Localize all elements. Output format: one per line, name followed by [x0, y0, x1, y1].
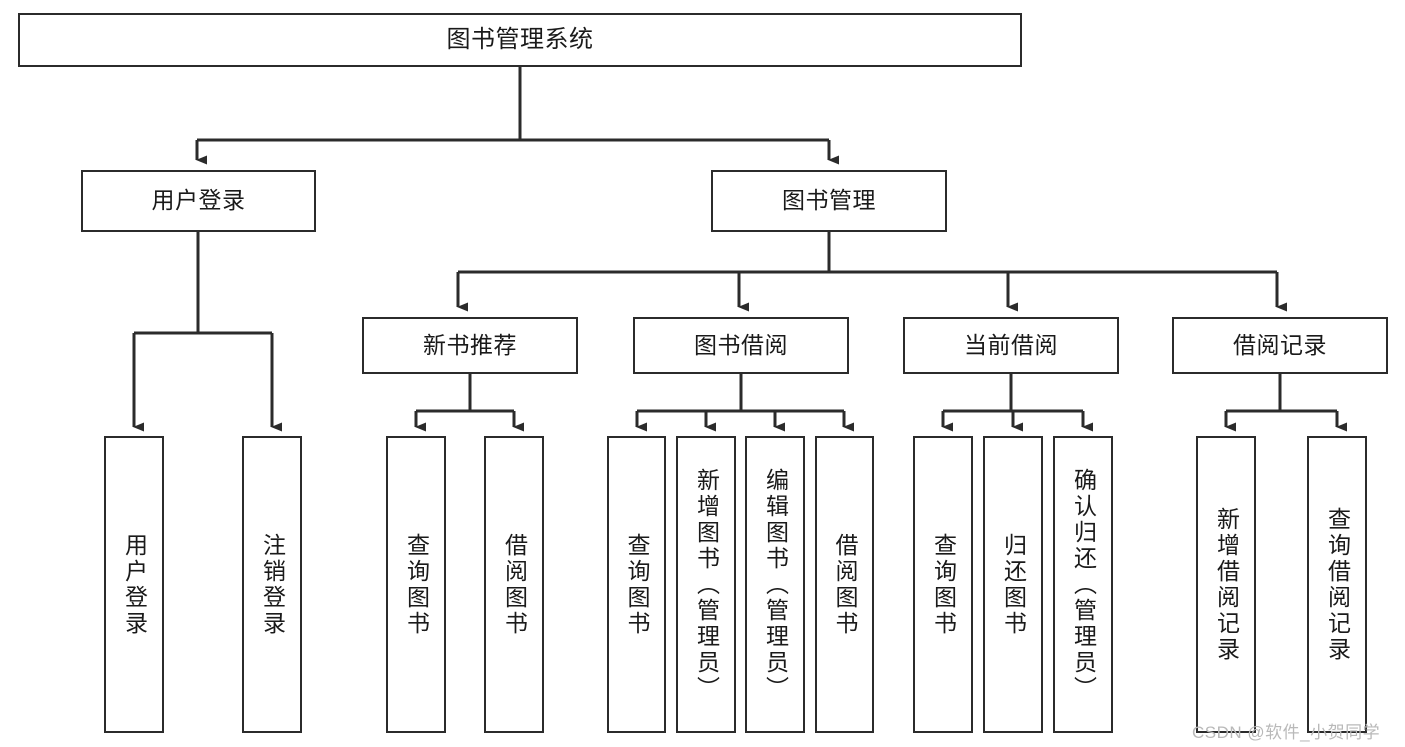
node-root-label: 图书管理系统: [446, 25, 594, 53]
node-leaf-query-book-1[interactable]: 查询图书: [386, 436, 446, 733]
node-user-login[interactable]: 用户登录: [81, 170, 316, 232]
node-root[interactable]: 图书管理系统: [18, 13, 1022, 67]
node-leaf-borrow-book-2-label: 借阅图书: [832, 532, 858, 637]
csdn-watermark: CSDN @软件_小贺同学: [1192, 723, 1381, 742]
node-leaf-logout[interactable]: 注销登录: [242, 436, 302, 733]
node-leaf-query-book-2-label: 查询图书: [624, 532, 650, 637]
node-leaf-edit-book-label: 编辑图书（管理员）: [762, 467, 789, 702]
node-leaf-add-book[interactable]: 新增图书（管理员）: [676, 436, 736, 733]
node-leaf-logout-label: 注销登录: [259, 532, 286, 637]
node-leaf-query-book-1-label: 查询图书: [403, 532, 430, 637]
node-borrow-record-label: 借阅记录: [1233, 331, 1327, 358]
node-book-management-label: 图书管理: [782, 187, 876, 214]
node-leaf-query-book-3-label: 查询图书: [930, 532, 957, 637]
node-leaf-query-record[interactable]: 查询借阅记录: [1307, 436, 1367, 733]
node-leaf-confirm-return[interactable]: 确认归还（管理员）: [1053, 436, 1113, 733]
node-book-borrow-label: 图书借阅: [694, 331, 788, 358]
node-leaf-query-book-3[interactable]: 查询图书: [913, 436, 973, 733]
node-borrow-record[interactable]: 借阅记录: [1172, 317, 1388, 374]
node-user-login-label: 用户登录: [151, 187, 246, 214]
node-leaf-borrow-book-2[interactable]: 借阅图书: [815, 436, 874, 733]
node-leaf-user-login-label: 用户登录: [121, 532, 148, 637]
node-current-borrow-label: 当前借阅: [964, 331, 1058, 358]
node-leaf-add-record-label: 新增借阅记录: [1213, 506, 1240, 663]
node-leaf-query-record-label: 查询借阅记录: [1324, 506, 1351, 663]
node-leaf-borrow-book-1-label: 借阅图书: [501, 532, 528, 637]
node-leaf-add-book-label: 新增图书（管理员）: [693, 467, 720, 702]
node-new-book-recommend[interactable]: 新书推荐: [362, 317, 578, 374]
node-current-borrow[interactable]: 当前借阅: [903, 317, 1119, 374]
node-leaf-borrow-book-1[interactable]: 借阅图书: [484, 436, 544, 733]
node-leaf-query-book-2[interactable]: 查询图书: [607, 436, 666, 733]
node-leaf-user-login[interactable]: 用户登录: [104, 436, 164, 733]
node-leaf-return-book[interactable]: 归还图书: [983, 436, 1043, 733]
node-leaf-confirm-return-label: 确认归还（管理员）: [1070, 467, 1097, 702]
node-leaf-return-book-label: 归还图书: [1000, 532, 1027, 637]
node-book-management[interactable]: 图书管理: [711, 170, 947, 232]
node-book-borrow[interactable]: 图书借阅: [633, 317, 849, 374]
node-leaf-add-record[interactable]: 新增借阅记录: [1196, 436, 1256, 733]
node-leaf-edit-book[interactable]: 编辑图书（管理员）: [745, 436, 805, 733]
node-new-book-recommend-label: 新书推荐: [423, 331, 517, 358]
